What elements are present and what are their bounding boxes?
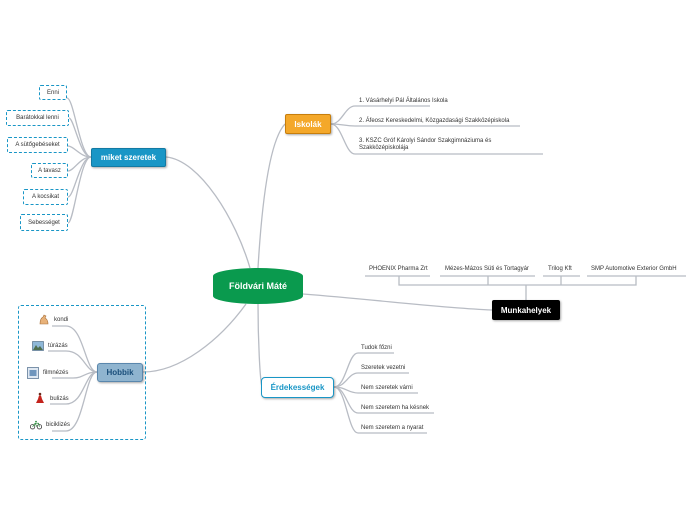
central-topic-label: Földvári Máté (228, 281, 287, 291)
landscape-icon (32, 340, 44, 352)
miket-szeretek-item[interactable]: Enni (39, 85, 67, 100)
erdekessegek-item[interactable]: Nem szeretek várni (361, 385, 413, 391)
miket-szeretek-item[interactable]: Barátokkal lenni (6, 110, 69, 126)
munkahelyek-item[interactable]: SMP Automotive Exterior GmbH (591, 266, 677, 272)
erdekessegek-item[interactable]: Nem szeretem ha késnek (361, 405, 430, 411)
iskolak-item[interactable]: 2. Áfeosz Kereskedelmi, Közgazdasági Sza… (359, 118, 510, 124)
film-icon (27, 367, 39, 379)
hobbi-item[interactable]: biciklizés (46, 422, 71, 428)
topic-erdekessegek[interactable]: Érdekességek (261, 377, 334, 398)
miket-szeretek-item[interactable]: A kocsikat (23, 189, 68, 205)
hobbik-boundary (18, 305, 146, 440)
bicycle-icon (30, 419, 42, 431)
dancer-icon (34, 392, 46, 404)
miket-szeretek-item[interactable]: Sebességet (20, 214, 68, 231)
hobbi-item[interactable]: kondi (54, 317, 69, 323)
erdekessegek-item[interactable]: Tudok főzni (361, 345, 392, 351)
erdekessegek-item[interactable]: Szeretek vezetni (361, 365, 406, 371)
topic-munkahelyek[interactable]: Munkahelyek (492, 300, 560, 320)
hobbi-item[interactable]: bulizás (50, 396, 69, 402)
topic-erdekessegek-label: Érdekességek (270, 383, 325, 392)
topic-hobbik-label: Hobbik (106, 368, 134, 377)
iskolak-item[interactable]: 3. KSZC Gróf Károlyi Sándor Szakgimnáziu… (359, 138, 492, 151)
central-topic[interactable]: Földvári Máté (213, 268, 303, 304)
topic-miket-szeretek-label: miket szeretek (100, 153, 157, 162)
erdekessegek-item[interactable]: Nem szeretem a nyarat (361, 425, 424, 431)
munkahelyek-item[interactable]: Mézes-Mázos Süti és Tortagyár (445, 266, 529, 272)
topic-hobbik[interactable]: Hobbik (97, 363, 143, 382)
munkahelyek-item[interactable]: PHOENIX Pharma Zrt (369, 266, 428, 272)
hobbi-item[interactable]: filmnézés (43, 370, 69, 376)
miket-szeretek-item[interactable]: A sütőgebéseket (7, 137, 68, 153)
hobbi-item[interactable]: túrázás (48, 343, 68, 349)
topic-iskolak[interactable]: Iskolák (285, 114, 331, 134)
topic-iskolak-label: Iskolák (294, 119, 322, 129)
topic-munkahelyek-label: Munkahelyek (500, 305, 552, 315)
flexed-arm-icon (38, 314, 50, 326)
topic-miket-szeretek[interactable]: miket szeretek (91, 148, 166, 167)
iskolak-item[interactable]: 1. Vásárhelyi Pál Általános Iskola (359, 98, 448, 104)
miket-szeretek-item[interactable]: A tavasz (31, 163, 68, 178)
munkahelyek-item[interactable]: Trilog Kft (548, 266, 572, 272)
